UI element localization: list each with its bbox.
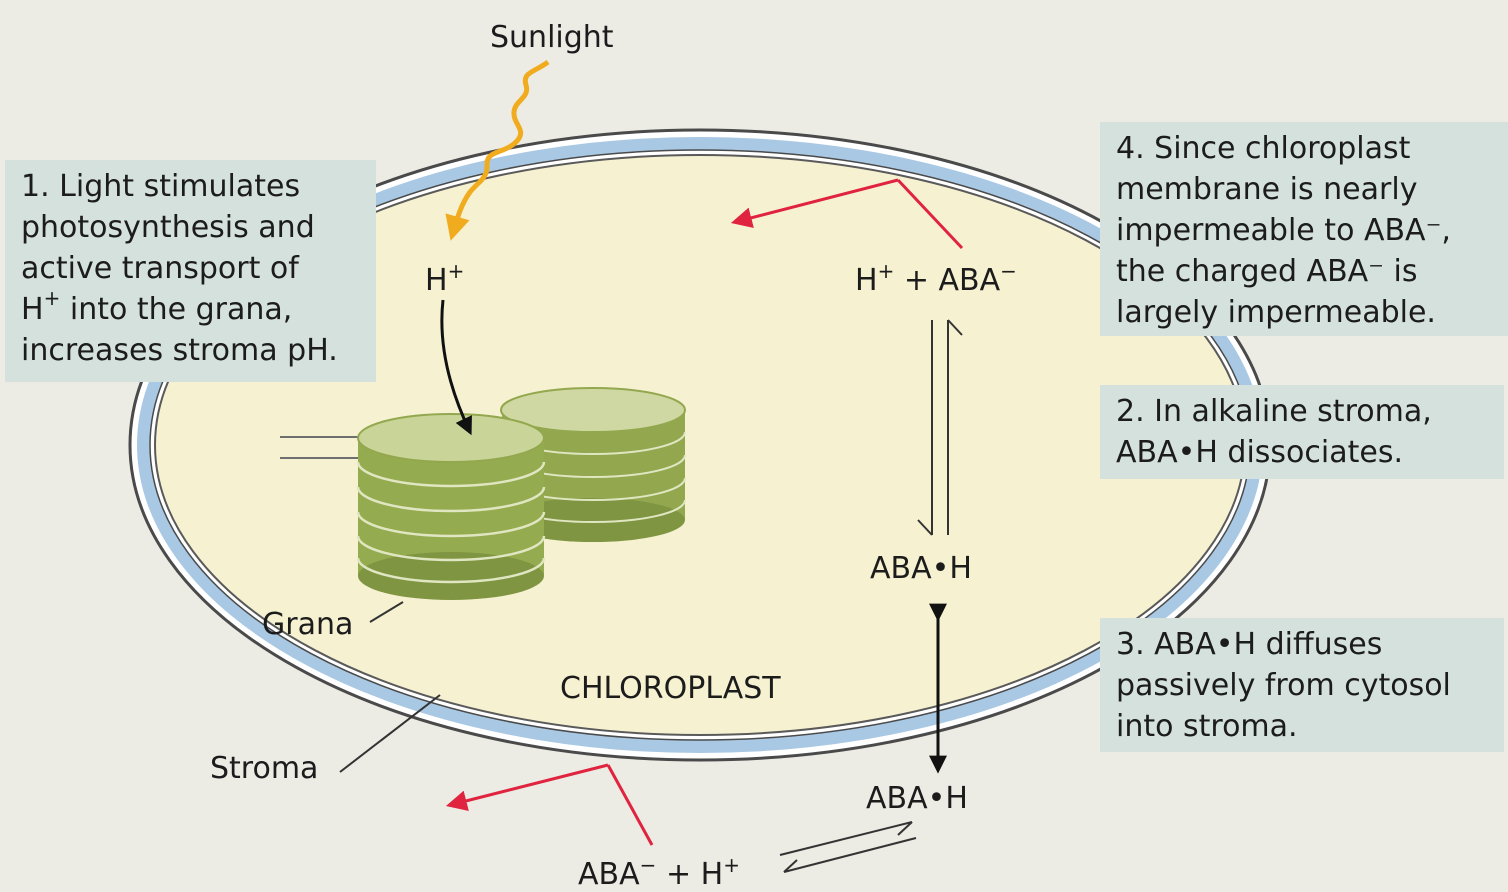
step-4-line-2: membrane is nearly <box>1116 169 1492 210</box>
aba-h-stroma-label: ABA•H <box>870 551 972 586</box>
step-3-line-3: into stroma. <box>1116 706 1488 747</box>
granum-front <box>358 414 544 600</box>
step-4-line-3: impermeable to ABA⁻, <box>1116 210 1492 251</box>
step-1-line-2: photosynthesis and <box>21 207 360 248</box>
aba-h-cytosol-label: ABA•H <box>866 781 968 816</box>
equilibrium-arrow-cytosol <box>780 822 916 872</box>
step-4-line-5: largely impermeable. <box>1116 292 1492 333</box>
step-4-line-4: the charged ABA⁻ is <box>1116 251 1492 292</box>
step-3-callout: 3. ABA•H diffuses passively from cytosol… <box>1100 618 1504 752</box>
chloroplast-label: CHLOROPLAST <box>560 671 781 706</box>
sunlight-label: Sunlight <box>490 20 614 55</box>
step-1-line-3: active transport of <box>21 248 360 289</box>
step-1-callout: 1. Light stimulates photosynthesis and a… <box>5 160 376 382</box>
red-arrow-bottom <box>450 765 652 845</box>
step-2-callout: 2. In alkaline stroma, ABA•H dissociates… <box>1100 385 1504 479</box>
step-2-line-1: 2. In alkaline stroma, <box>1116 391 1488 432</box>
step-1-line-4: H+ into the grana, <box>21 289 360 330</box>
step-1-line-1: 1. Light stimulates <box>21 166 360 207</box>
grana-label: Grana <box>262 607 353 642</box>
step-3-line-2: passively from cytosol <box>1116 665 1488 706</box>
aba-anion-proton-label: ABA− + H+ <box>578 853 740 892</box>
step-1-line-5: increases stroma pH. <box>21 330 360 371</box>
step-4-line-1: 4. Since chloroplast <box>1116 128 1492 169</box>
step-4-callout: 4. Since chloroplast membrane is nearly … <box>1100 122 1508 336</box>
step-3-line-1: 3. ABA•H diffuses <box>1116 624 1488 665</box>
stroma-label: Stroma <box>210 751 318 786</box>
step-2-line-2: ABA•H dissociates. <box>1116 432 1488 473</box>
